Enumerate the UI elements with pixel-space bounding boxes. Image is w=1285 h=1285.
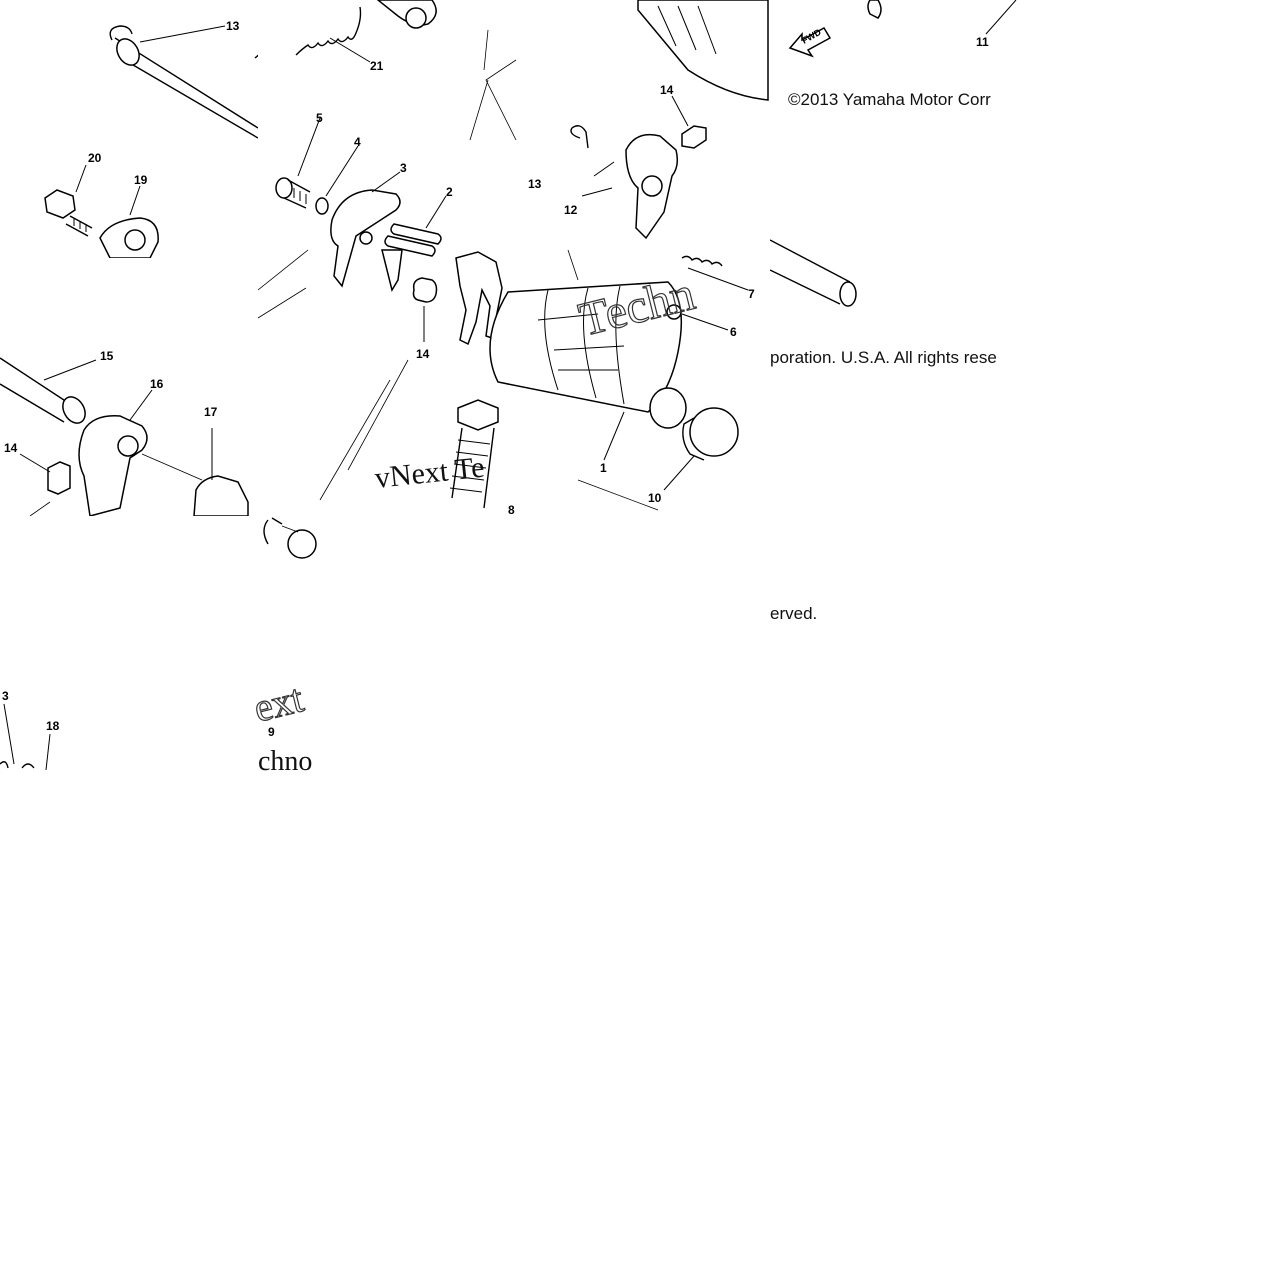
cap-10 <box>663 407 739 491</box>
callout-13-right: 13 <box>528 177 542 191</box>
diagram-fragment-top-right: FWD 11 ©2013 Yamaha Motor Corr <box>770 0 1028 258</box>
screw-5 <box>275 117 321 209</box>
diagram-fragment-right: poration. U.S.A. All rights rese <box>770 258 1028 378</box>
pin-14-center <box>412 277 438 342</box>
top-left-callouts: 13 20 19 <box>88 19 240 187</box>
lever-part <box>99 217 159 258</box>
bolt-8 <box>449 399 499 509</box>
callout-6: 6 <box>730 325 737 339</box>
callout-2: 2 <box>446 185 453 199</box>
plate-3 <box>330 171 403 292</box>
callout-7: 7 <box>748 287 755 301</box>
copyright-line-3: erved. <box>770 604 818 623</box>
callout-9: 9 <box>268 725 275 739</box>
callout-20: 20 <box>88 151 102 165</box>
callout-3: 3 <box>400 161 407 175</box>
callout-19: 19 <box>134 173 148 187</box>
diagram-fragment-left: 15 16 17 14 <box>0 258 258 516</box>
spring-7-ball-6 <box>666 255 749 331</box>
clip-and-cap <box>263 517 317 559</box>
watermark-vnext: vNext Te <box>373 451 486 495</box>
bolt-part <box>44 189 93 237</box>
callout-3-lower: 3 <box>2 689 9 703</box>
guide-lines <box>258 29 659 511</box>
fork-12 <box>570 125 679 240</box>
callout-14-right: 14 <box>660 83 674 97</box>
callout-8: 8 <box>508 503 515 515</box>
callout-12: 12 <box>564 203 578 217</box>
callout-10: 10 <box>648 491 662 505</box>
fwd-arrow-icon: FWD <box>788 27 832 58</box>
drum-top-right <box>637 0 769 101</box>
spring-21 <box>295 6 371 63</box>
watermark-chno: chno <box>258 746 312 774</box>
callout-21: 21 <box>370 59 384 73</box>
copyright-line-1: ©2013 Yamaha Motor Corr <box>788 90 991 109</box>
shift-drum-1 <box>489 281 687 461</box>
callout-16: 16 <box>150 377 164 391</box>
callout-13-left: 13 <box>226 19 240 33</box>
top-lever <box>376 0 437 29</box>
pin-14-right <box>671 95 707 149</box>
diagram-fragment-bottom-left: 3 18 9 ext chno <box>0 680 340 774</box>
shaft-right-end <box>770 239 857 307</box>
washer-4 <box>315 145 359 215</box>
copyright-line-2: poration. U.S.A. All rights rese <box>770 348 997 367</box>
callout-1: 1 <box>600 461 607 475</box>
callout-5: 5 <box>316 111 323 125</box>
pins-2 <box>384 195 447 257</box>
callout-14-center: 14 <box>416 347 430 361</box>
callout-15: 15 <box>100 349 114 363</box>
diagram-fragment-center: 21 5 4 3 2 14 1 10 7 6 12 13 14 8 vNext … <box>258 0 770 515</box>
callout-18: 18 <box>46 719 60 733</box>
watermark-ext: ext <box>249 680 307 731</box>
callout-4: 4 <box>354 135 361 149</box>
fork-center <box>455 251 503 346</box>
shift-shaft-part <box>109 25 258 139</box>
callout-17: 17 <box>204 405 218 419</box>
callout-14-left: 14 <box>4 441 18 455</box>
callout-11: 11 <box>976 35 989 49</box>
diagram-fragment-top-left <box>0 0 258 258</box>
